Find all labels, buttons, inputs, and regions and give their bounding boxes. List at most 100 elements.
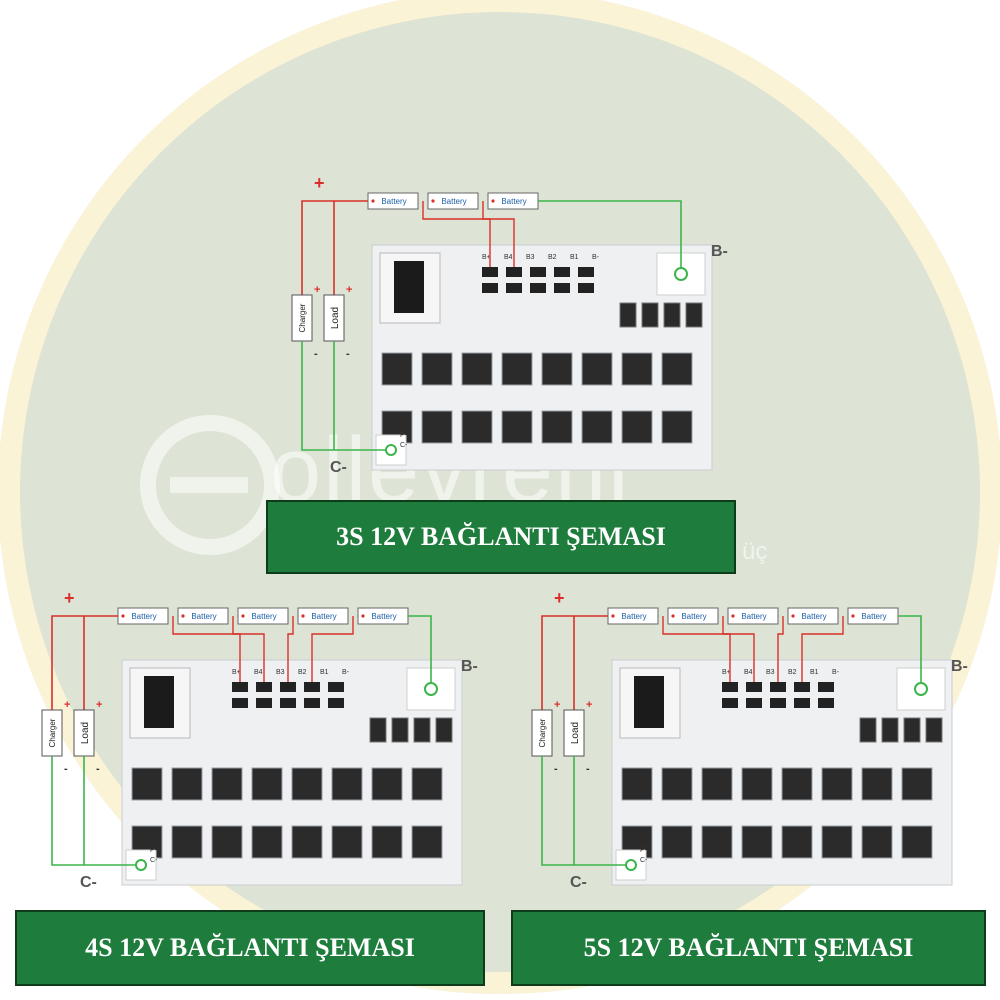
mosfet — [581, 352, 613, 386]
resistor — [328, 698, 344, 708]
mosfet — [501, 410, 533, 444]
resistor — [578, 283, 594, 293]
caption-5s: 5S 12V BAĞLANTI ŞEMASI — [511, 910, 986, 986]
c-minus-label: C- — [80, 874, 97, 891]
c-minus-terminal — [625, 859, 637, 871]
b-minus-label: B- — [461, 658, 478, 675]
balance-wire — [232, 616, 265, 682]
resistor — [256, 698, 272, 708]
b-minus-wire — [538, 200, 682, 274]
battery-plus-dot — [611, 614, 615, 618]
mosfet — [701, 767, 733, 801]
capacitor — [663, 302, 681, 328]
mosfet — [371, 825, 403, 859]
load-plus: + — [346, 284, 352, 296]
resistor — [482, 283, 498, 293]
battery-plus-dot — [671, 614, 675, 618]
resistor — [506, 267, 522, 277]
charger-plus: + — [554, 699, 560, 711]
capacitor — [391, 717, 409, 743]
resistor — [746, 682, 762, 692]
resistor — [794, 682, 810, 692]
battery-label: Battery — [311, 612, 336, 621]
mosfet — [421, 352, 453, 386]
resistor — [530, 267, 546, 277]
mosfet — [411, 767, 443, 801]
controller-chip — [144, 676, 174, 728]
mosfet — [411, 825, 443, 859]
positive-wire — [301, 200, 368, 295]
pin-label: P- — [400, 432, 408, 439]
resistor — [530, 283, 546, 293]
b-minus-wire — [408, 615, 432, 689]
pin-label: B+ — [232, 669, 241, 676]
resistor — [280, 682, 296, 692]
load-label: Load — [570, 722, 581, 744]
pin-label: B- — [342, 669, 350, 676]
c-minus-label: C- — [570, 874, 587, 891]
pin-label: B+ — [722, 669, 731, 676]
pin-label: B4 — [254, 669, 263, 676]
load-minus: - — [346, 348, 350, 360]
charger-minus: - — [554, 763, 558, 775]
charger-plus: + — [64, 699, 70, 711]
battery-plus-dot — [301, 614, 305, 618]
pin-label: B2 — [298, 669, 307, 676]
battery-label: Battery — [131, 612, 156, 621]
balance-wire — [722, 616, 755, 682]
mosfet — [331, 767, 363, 801]
pin-label: B4 — [744, 669, 753, 676]
battery-label: Battery — [441, 197, 466, 206]
b-minus-label: B- — [711, 243, 728, 260]
mosfet — [381, 352, 413, 386]
balance-wire — [777, 616, 784, 682]
load-minus: - — [586, 763, 590, 775]
charger-label: Charger — [48, 718, 57, 747]
mosfet — [661, 352, 693, 386]
battery-plus-dot — [791, 614, 795, 618]
pin-label: B- — [832, 669, 840, 676]
mosfet — [541, 352, 573, 386]
c-minus-terminal — [385, 444, 397, 456]
pin-label: C- — [400, 442, 408, 449]
battery-plus-dot — [181, 614, 185, 618]
resistor — [578, 267, 594, 277]
capacitor — [413, 717, 431, 743]
mosfet — [461, 410, 493, 444]
resistor — [280, 698, 296, 708]
resistor — [304, 682, 320, 692]
mosfet — [661, 767, 693, 801]
resistor — [770, 682, 786, 692]
mosfet — [861, 825, 893, 859]
mosfet — [821, 767, 853, 801]
battery-plus-dot — [241, 614, 245, 618]
battery-cell — [297, 607, 349, 625]
resistor — [304, 698, 320, 708]
mosfet — [821, 825, 853, 859]
capacitor — [641, 302, 659, 328]
pin-label: B2 — [548, 254, 557, 261]
resistor — [328, 682, 344, 692]
b-minus-wire — [898, 615, 922, 689]
mosfet — [741, 825, 773, 859]
capacitor — [925, 717, 943, 743]
resistor — [256, 682, 272, 692]
battery-label: Battery — [861, 612, 886, 621]
capacitor — [685, 302, 703, 328]
battery-cell — [177, 607, 229, 625]
balance-wire — [482, 201, 515, 267]
mosfet — [291, 825, 323, 859]
mosfet — [371, 767, 403, 801]
load-plus: + — [586, 699, 592, 711]
capacitor — [881, 717, 899, 743]
resistor — [506, 283, 522, 293]
mosfet — [901, 825, 933, 859]
resistor — [722, 698, 738, 708]
resistor — [722, 682, 738, 692]
pin-label: B+ — [482, 254, 491, 261]
balance-wire — [311, 616, 354, 682]
pin-label: B3 — [526, 254, 535, 261]
